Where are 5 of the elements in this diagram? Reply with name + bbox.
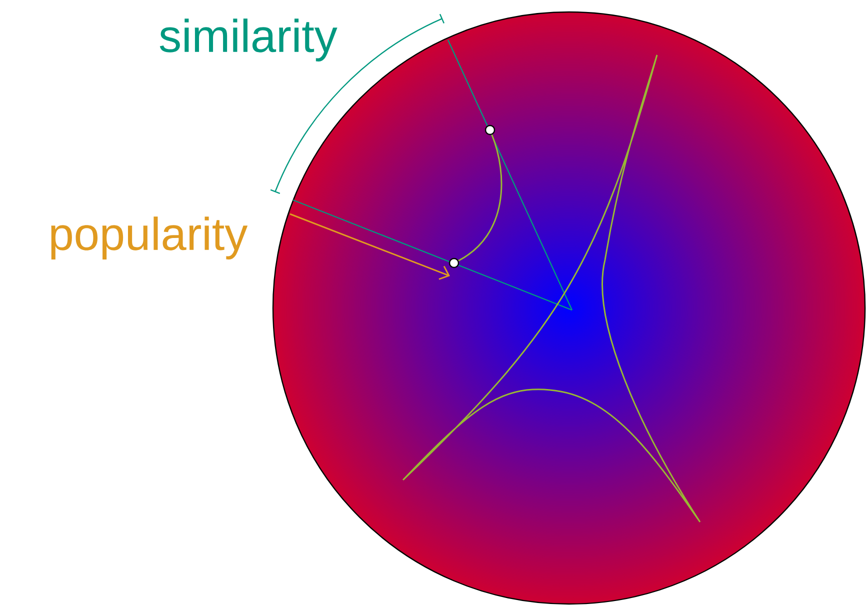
similarity-label: similarity (160, 18, 338, 62)
point-marker (484, 124, 496, 136)
popularity-label: popularity (51, 216, 248, 260)
geodesic-curve (458, 134, 502, 262)
point-marker (448, 258, 460, 268)
